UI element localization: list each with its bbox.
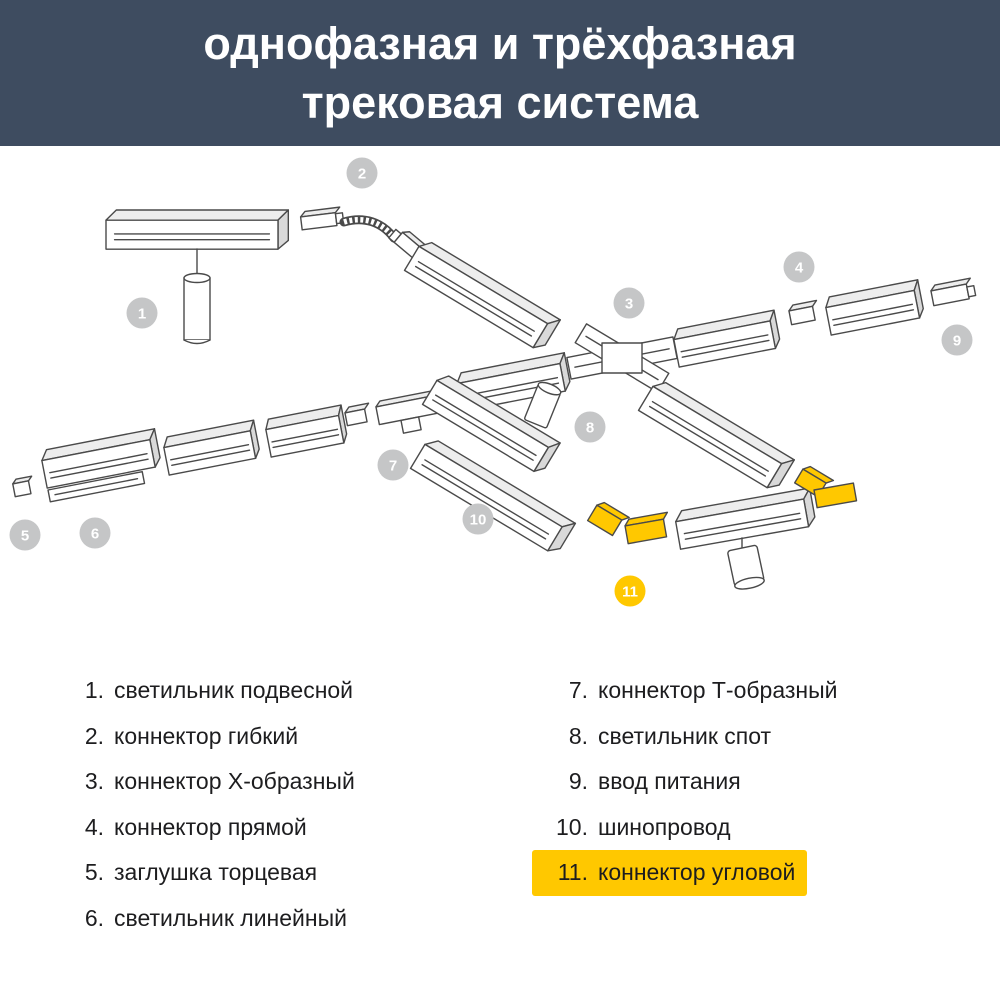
track-segment-drawing xyxy=(104,208,290,251)
svg-text:5: 5 xyxy=(21,528,29,545)
pendant-luminaire-drawing xyxy=(184,249,210,344)
badge-4: 4 xyxy=(783,251,815,283)
track-segment-drawing xyxy=(637,376,796,494)
badge-11: 11 xyxy=(614,575,646,607)
legend-item-number: 5. xyxy=(84,859,104,886)
legend-item-number: 9. xyxy=(568,768,588,795)
corner-connector-drawing xyxy=(795,464,857,508)
page-title-line2: трековая система xyxy=(301,77,699,128)
legend-item-label: коннектор угловой xyxy=(598,859,796,886)
legend-item: 10. шинопровод xyxy=(532,805,743,851)
badge-7: 7 xyxy=(377,449,409,481)
legend-item-label: ввод питания xyxy=(598,768,741,795)
badge-6: 6 xyxy=(79,517,111,549)
badge-5: 5 xyxy=(9,519,41,551)
badge-8: 8 xyxy=(574,411,606,443)
x-connector-drawing xyxy=(567,324,677,392)
spot-luminaire-drawing xyxy=(524,380,562,428)
legend-item-number: 10. xyxy=(556,813,588,840)
straight-connector-drawing xyxy=(788,300,820,324)
legend: 1. светильник подвесной 2. коннектор гибкий… xyxy=(0,668,1000,941)
svg-text:11: 11 xyxy=(622,584,638,601)
svg-text:3: 3 xyxy=(625,296,633,313)
legend-item-number: 11. xyxy=(557,859,588,886)
legend-item: 11. коннектор угловой xyxy=(532,850,808,896)
badge-9: 9 xyxy=(941,324,973,356)
svg-text:4: 4 xyxy=(795,260,804,277)
legend-item-number: 4. xyxy=(84,813,104,840)
track-segment-drawing xyxy=(161,419,262,477)
svg-text:7: 7 xyxy=(389,458,397,475)
header: однофазная и трёхфазная трековая система xyxy=(0,0,1000,146)
legend-item-label: коннектор гибкий xyxy=(114,722,299,749)
legend-item-number: 6. xyxy=(84,904,104,931)
svg-text:10: 10 xyxy=(470,512,487,529)
legend-item: 1. светильник подвесной xyxy=(62,668,365,714)
legend-item: 2. коннектор гибкий xyxy=(62,714,310,760)
end-cap-drawing xyxy=(12,476,35,497)
track-segment-drawing xyxy=(823,278,926,337)
legend-item-number: 3. xyxy=(84,768,104,795)
legend-item: 9. ввод питания xyxy=(532,759,753,805)
legend-item-number: 8. xyxy=(568,722,588,749)
badge-10: 10 xyxy=(462,503,494,535)
badges-layer: 1 2 3 4 5 6 7 8 9 10 11 xyxy=(9,157,973,607)
diagram: 1 2 3 4 5 6 7 8 9 10 11 xyxy=(9,157,1000,607)
legend-item: 8. светильник спот xyxy=(532,714,783,760)
legend-item: 5. заглушка торцевая xyxy=(62,850,329,896)
power-feed-drawing xyxy=(930,278,976,306)
legend-item-label: заглушка торцевая xyxy=(114,859,318,886)
legend-item-label: шинопровод xyxy=(598,813,731,840)
legend-item: 6. светильник линейный xyxy=(62,896,359,942)
svg-text:8: 8 xyxy=(586,420,594,437)
legend-item-label: коннектор Т-образный xyxy=(598,677,838,704)
spot-luminaire-drawing xyxy=(727,538,765,591)
legend-column-right: 7. коннектор Т-образный 8. светильник спот 9… xyxy=(532,668,850,941)
legend-column-left: 1. светильник подвесной 2. коннектор гибкий… xyxy=(62,668,532,941)
track-segment-drawing xyxy=(673,487,818,551)
badge-3: 3 xyxy=(613,287,645,319)
linear-luminaire-drawing xyxy=(48,472,145,502)
legend-item: 7. коннектор Т-образный xyxy=(532,668,850,714)
badge-2: 2 xyxy=(346,157,378,189)
badge-1: 1 xyxy=(126,297,158,329)
legend-item-number: 1. xyxy=(84,677,104,704)
svg-text:9: 9 xyxy=(953,333,961,350)
track-segment-drawing xyxy=(403,236,562,354)
track-segment-drawing xyxy=(671,309,783,369)
legend-item-label: коннектор Х-образный xyxy=(114,768,355,795)
legend-item: 4. коннектор прямой xyxy=(62,805,319,851)
legend-item-number: 2. xyxy=(84,722,104,749)
svg-text:6: 6 xyxy=(91,526,99,543)
legend-item-label: коннектор прямой xyxy=(114,813,307,840)
corner-connector-drawing xyxy=(588,500,672,544)
legend-item-number: 7. xyxy=(568,677,588,704)
mini-connector-drawing xyxy=(344,403,372,425)
svg-text:2: 2 xyxy=(358,166,366,183)
track-segment-drawing xyxy=(263,404,350,459)
legend-item: 3. коннектор Х-образный xyxy=(62,759,367,805)
legend-item-label: светильник спот xyxy=(598,722,772,749)
legend-item-label: светильник линейный xyxy=(114,904,347,931)
legend-item-label: светильник подвесной xyxy=(114,677,354,704)
svg-text:1: 1 xyxy=(138,306,146,323)
page-title-line1: однофазная и трёхфазная xyxy=(203,17,797,69)
